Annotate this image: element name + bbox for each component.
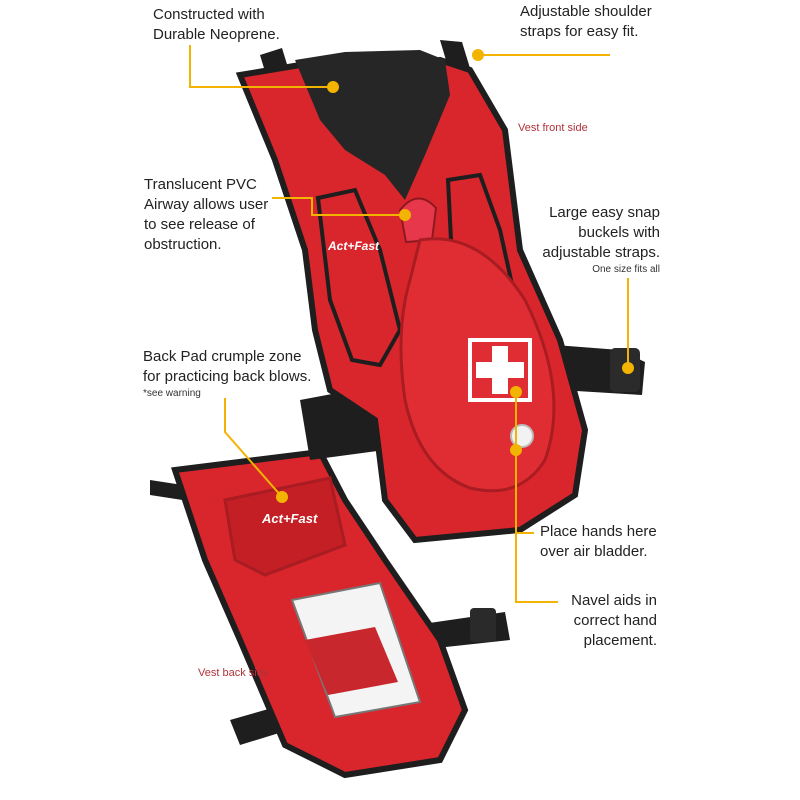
callout-shoulder-straps: Adjustable shoulder straps for easy fit. [520,3,652,40]
callout-leader-lines [189,45,634,603]
vest-front [235,40,645,544]
back-pad-note: *see warning [143,388,201,399]
label-vest-back: Vest back side [198,667,269,679]
buckles-note: One size fits all [592,264,660,275]
callout-back-pad: Back Pad crumple zone for practicing bac… [143,348,312,399]
callout-navel: Navel aids in correct hand placement. [571,592,657,649]
navel-button-icon [510,424,534,448]
callout-hands: Place hands here over air bladder. [540,523,657,560]
manual-cover-photo [305,627,398,695]
left-quilted-panel [315,187,403,368]
brand-logo-back: Act+Fast [261,511,318,526]
callout-neoprene: Constructed with Durable Neoprene. [153,6,280,43]
callout-buckles: Large easy snap buckels with adjustable … [542,204,660,275]
back-pad-crumple-zone [223,476,347,577]
snap-buckle-icon [470,608,496,642]
first-aid-cross-icon [468,338,532,402]
pvc-airway [398,197,438,244]
callout-airway: Translucent PVC Airway allows user to se… [144,176,269,253]
brand-logo-front: Act+Fast [327,239,380,253]
label-vest-front: Vest front side [518,122,588,134]
vest-back [150,448,510,779]
